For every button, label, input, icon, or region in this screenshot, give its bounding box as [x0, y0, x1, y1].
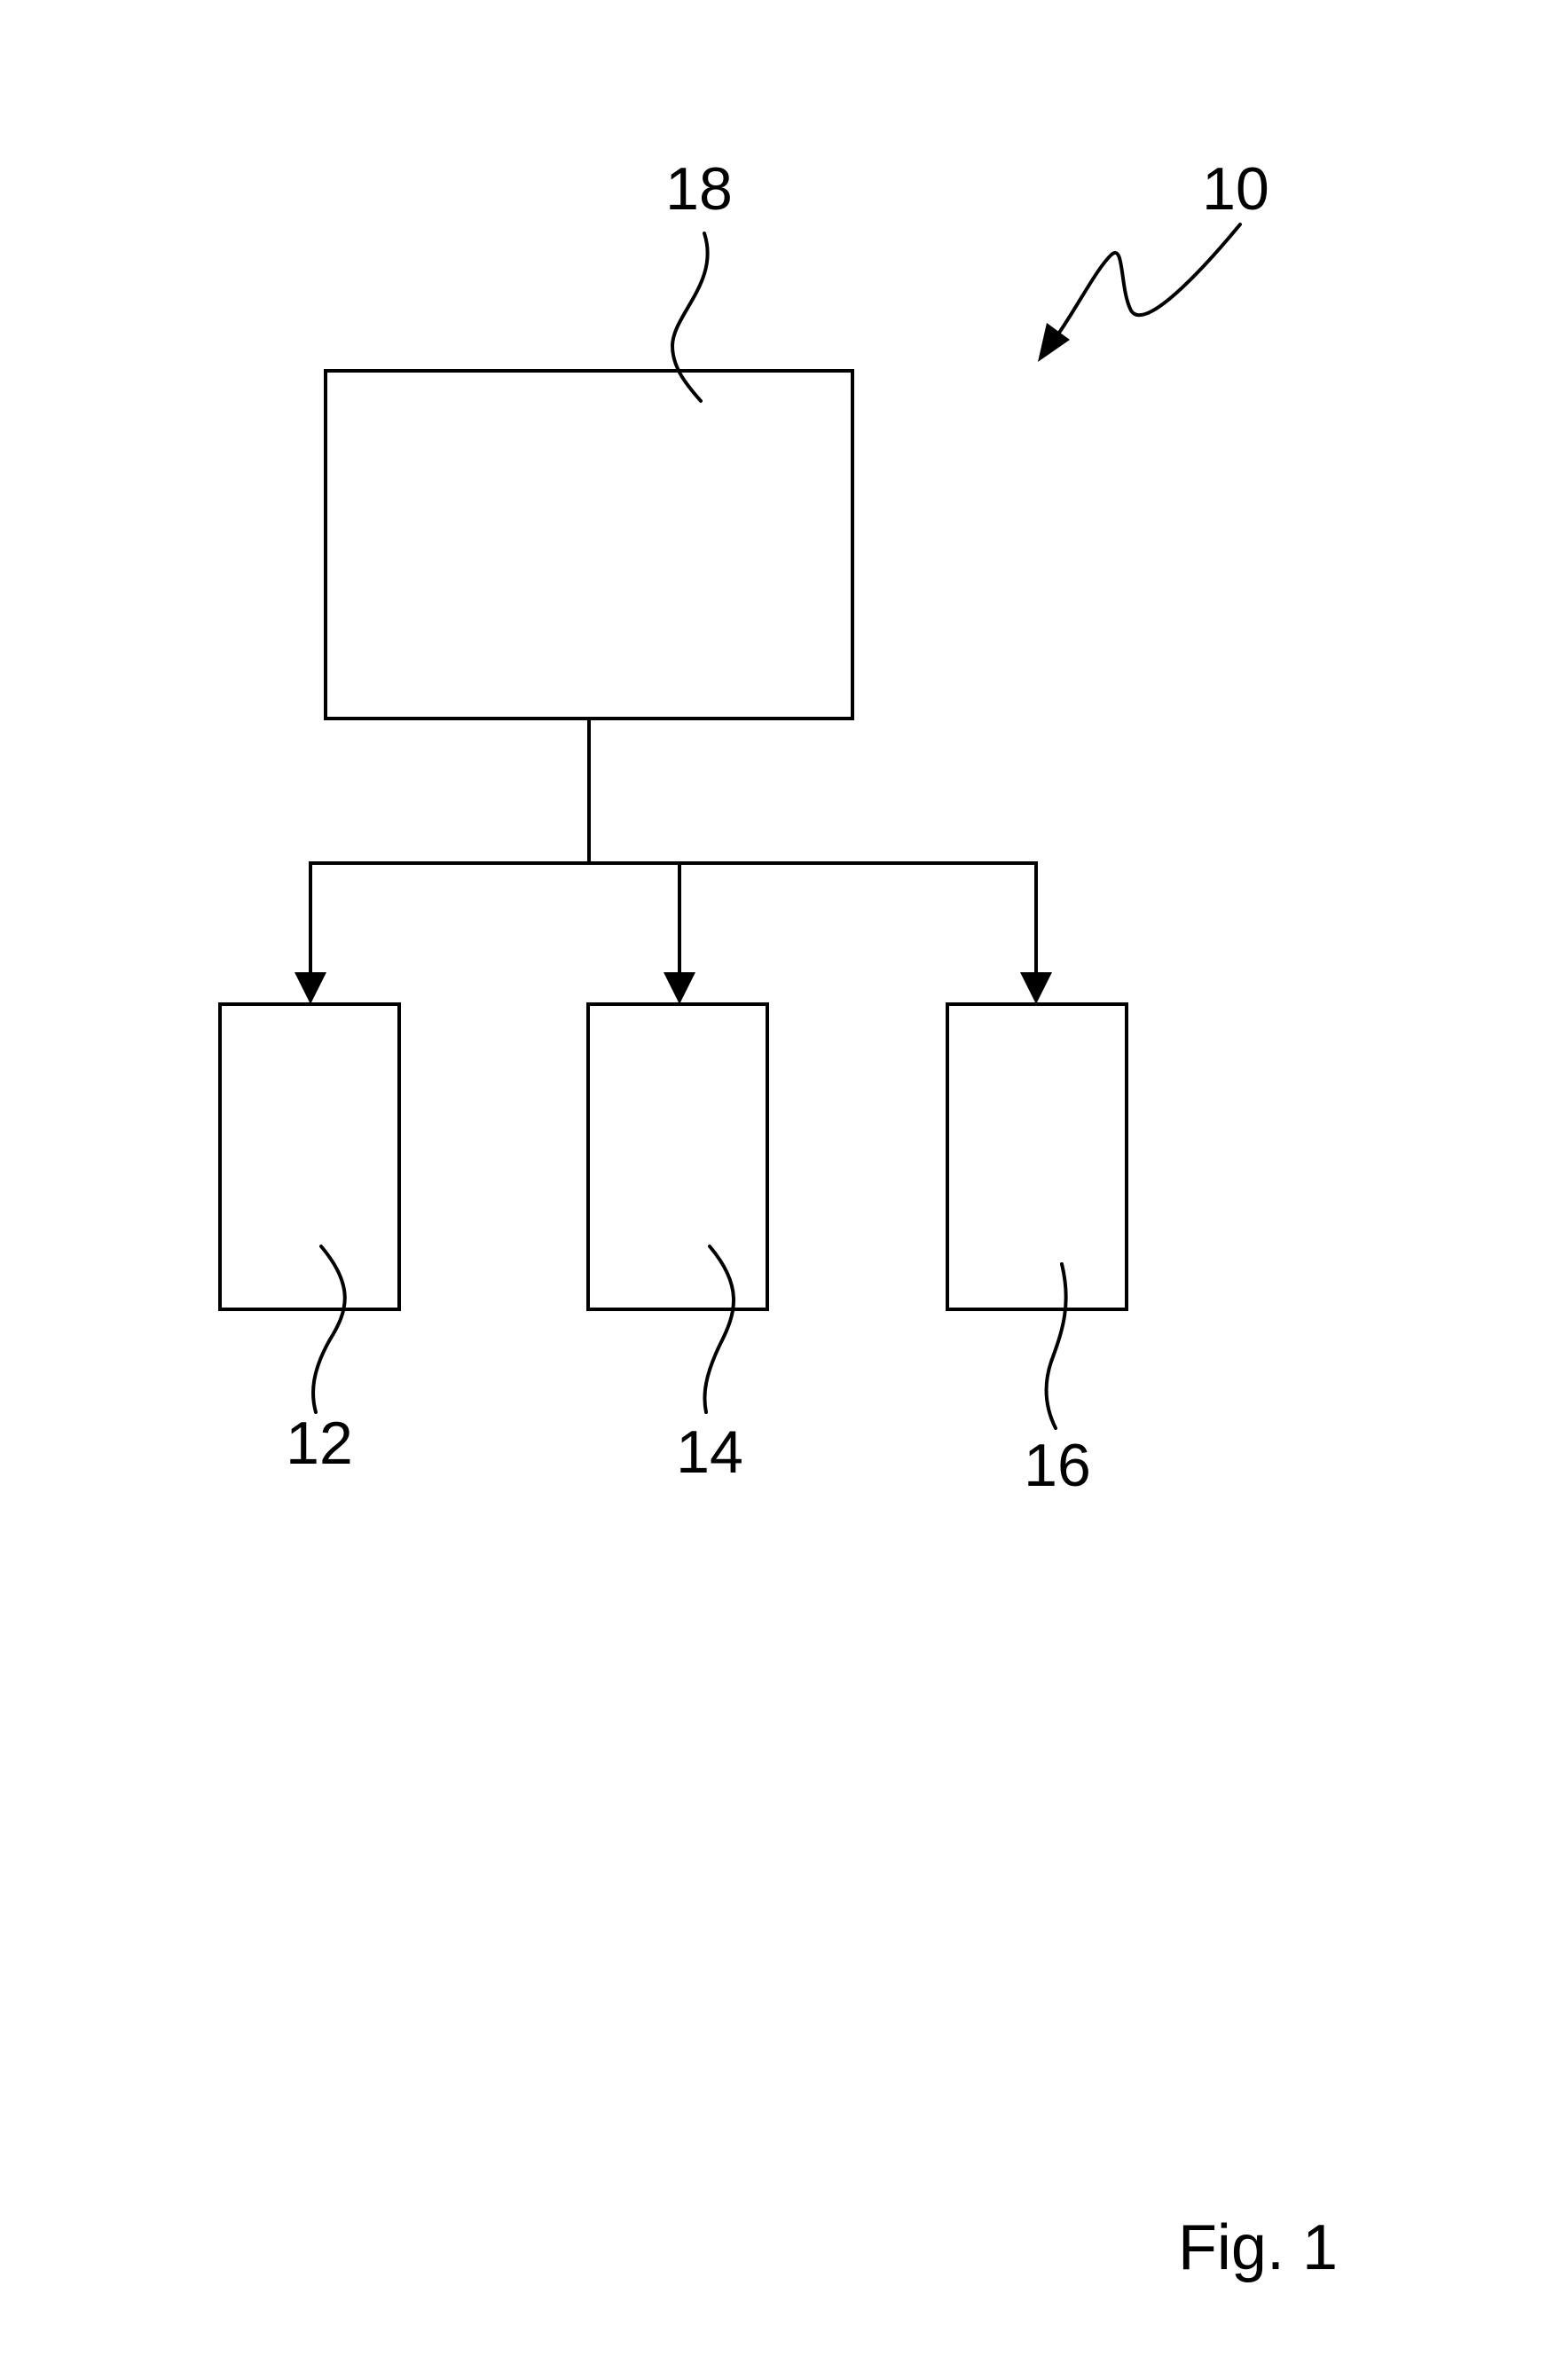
block-unit-b	[586, 1002, 769, 1311]
ref-label-unit-b: 14	[676, 1418, 743, 1486]
unit-a-lead-line	[311, 1245, 347, 1414]
ref-label-controller: 18	[665, 155, 733, 223]
block-unit-c	[946, 1002, 1128, 1311]
unit-b-lead-line	[703, 1245, 735, 1414]
ref-label-unit-c: 16	[1024, 1432, 1091, 1499]
block-unit-a	[218, 1002, 401, 1311]
branch-arrowhead-b	[664, 972, 695, 1004]
branch-arrowhead-a	[295, 972, 326, 1004]
figure-label: Fig. 1	[1178, 2212, 1338, 2283]
system-arrow-head	[1038, 323, 1070, 362]
ref-label-system: 10	[1202, 155, 1269, 223]
system-arrow-lead	[1056, 223, 1242, 337]
ref-label-unit-a: 12	[286, 1410, 353, 1477]
block-controller	[324, 369, 854, 720]
branch-arrowhead-c	[1020, 972, 1052, 1004]
unit-c-lead-line	[1044, 1262, 1068, 1430]
controller-lead-line	[670, 232, 710, 403]
